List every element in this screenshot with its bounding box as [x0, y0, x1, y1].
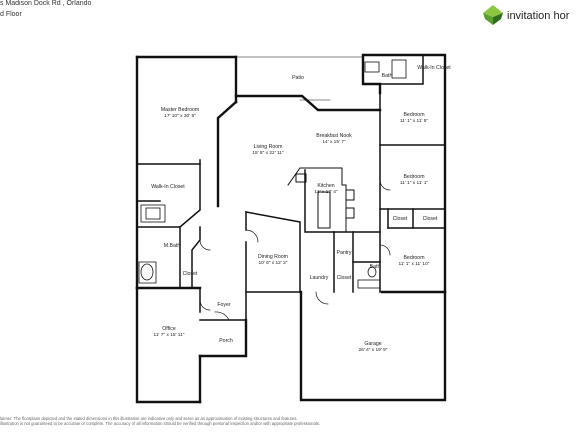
room-label: Bedroom [403, 255, 424, 261]
room-dims: 11' 1" x 11' 10" [399, 261, 430, 267]
disclaimer-line: laimer: The floorplans depicted and the … [0, 416, 298, 421]
walls [135, 53, 447, 404]
room-label: Pantry [337, 250, 352, 256]
room-label: Porch [219, 338, 233, 344]
room-dims: 26' 4" x 19' 9" [359, 347, 388, 353]
room-label: M.Bath [164, 243, 181, 249]
room-label: Breakfast Nook [316, 133, 352, 139]
room-label-text: Walk-In Closet [417, 65, 451, 71]
disclaimer-line: illustration is not guaranteed to be acc… [0, 421, 320, 427]
room-label: Walk-In Closet [417, 65, 451, 71]
room-label: Dining Room [258, 254, 288, 260]
room-label: Closet [183, 271, 198, 277]
room-label: Foyer [217, 302, 231, 308]
room-dims: 10' 6" x 12' 2" [259, 260, 288, 266]
room-dims: 11' 1" x 11' 5" [400, 118, 429, 124]
room-label: Bath [370, 264, 381, 270]
diamond-cube-icon [483, 5, 503, 25]
room-dims: 11' 1" x 11' 1" [400, 180, 429, 186]
brand-logo[interactable]: invitation hor [482, 4, 576, 28]
room-label: Garage [364, 341, 381, 347]
disclaimer: laimer: The floorplans depicted and the … [0, 416, 576, 427]
room-label: Closet [337, 275, 352, 281]
room-label: Bedroom [403, 112, 424, 118]
room-label: Bath [382, 73, 393, 79]
room-dims: 13' x 17' 4" [314, 189, 338, 195]
property-address: s Madison Dock Rd , Orlando [0, 0, 92, 7]
room-label: Master Bedroom [161, 107, 199, 113]
room-label: Office [162, 326, 176, 332]
room-label: Patio [292, 75, 304, 81]
room-dims: 14' x 15' 7" [322, 139, 346, 145]
room-label: Closet [423, 216, 438, 222]
brand-name: invitation hor [507, 10, 570, 22]
room-label: Closet [393, 216, 408, 222]
room-dims: 17' 10" x 30' 5" [164, 113, 196, 119]
room-label: Living Room [254, 144, 283, 150]
room-label: Walk-In Closet [151, 184, 185, 190]
room-label: Bedroom [403, 174, 424, 180]
room-dims: 15' 8" x 22' 11" [252, 150, 284, 156]
floor-label: d Floor [0, 11, 22, 18]
room-label: Kitchen [317, 183, 334, 189]
room-label: Laundry [310, 275, 329, 281]
room-dims: 11' 7" x 15' 11" [154, 332, 185, 338]
